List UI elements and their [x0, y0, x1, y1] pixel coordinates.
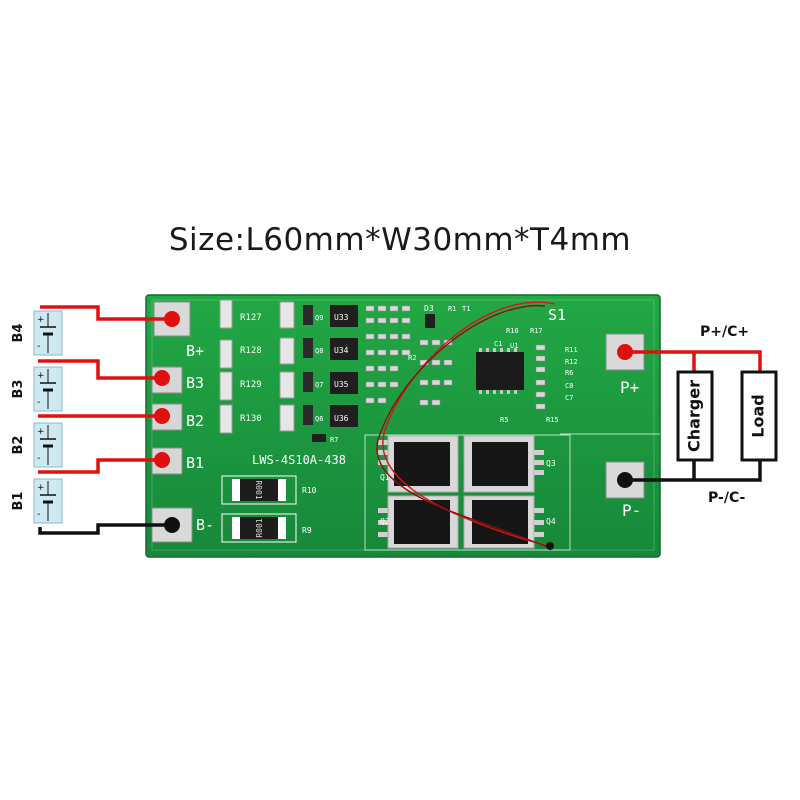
label-r129: R129	[240, 380, 262, 390]
label-u1: U1	[510, 342, 518, 350]
pad-label-b2: B2	[186, 412, 204, 430]
balance-ics	[330, 305, 358, 427]
label-r17: R17	[530, 327, 543, 335]
mosfet-zone-outline	[364, 434, 571, 551]
shunt-r10-marking: R001	[254, 480, 263, 499]
shunt-r9	[221, 513, 297, 543]
mosfet-q2	[378, 495, 459, 549]
terminal-label-p-minus: P-/C-	[708, 490, 746, 506]
load-box	[740, 370, 778, 462]
label-q3: Q3	[546, 459, 556, 468]
label-r6: R6	[565, 369, 573, 377]
label-q2: Q2	[380, 517, 390, 526]
label-u36: U36	[334, 414, 349, 423]
left-wire-dots	[154, 311, 180, 468]
passive-grid	[365, 305, 546, 410]
label-c8: C8	[565, 382, 573, 390]
label-r12: R12	[565, 358, 578, 366]
ic-u1	[476, 348, 524, 394]
label-q9: Q9	[315, 314, 323, 322]
label-q7: Q7	[315, 381, 323, 389]
load-label: Load	[749, 394, 768, 437]
label-r11: R11	[565, 346, 578, 354]
battery-cell-b1: + -	[33, 478, 63, 524]
label-r130: R130	[240, 414, 262, 424]
resistor-r129	[219, 371, 233, 401]
shunt-r9-marking: R001	[255, 518, 264, 537]
wire-b1-tap	[38, 458, 162, 474]
pad-label-b-plus: B+	[186, 342, 204, 360]
dot-p-plus	[617, 344, 633, 360]
cell-label-b2: B2	[11, 436, 26, 455]
balance-transistors	[279, 301, 313, 432]
diode-r7	[312, 434, 326, 442]
label-u33: U33	[334, 313, 349, 322]
dot-p-minus	[617, 472, 633, 488]
label-r128: R128	[240, 346, 262, 356]
label-d3: D3	[424, 304, 434, 313]
ntc-wires	[376, 301, 556, 550]
resistor-r127	[219, 299, 233, 329]
pad-label-b3: B3	[186, 374, 204, 392]
label-q6: Q6	[315, 415, 323, 423]
label-u34: U34	[334, 346, 349, 355]
resistor-r128	[219, 339, 233, 369]
label-q1: Q1	[380, 473, 390, 482]
label-r7: R7	[330, 436, 338, 444]
svg-text:-: -	[37, 397, 41, 408]
label-r10: R10	[302, 486, 317, 495]
label-s1: S1	[548, 306, 566, 324]
svg-text:+: +	[37, 371, 45, 381]
wire-p-plus	[625, 350, 762, 372]
left-wiring	[38, 305, 172, 535]
label-r9: R9	[302, 526, 312, 535]
shunt-r10	[221, 475, 297, 505]
wire-b3-tap	[38, 359, 162, 380]
label-r1: R1	[448, 305, 456, 313]
cell-label-b3: B3	[11, 380, 26, 399]
label-q8: Q8	[315, 347, 323, 355]
battery-cell-b2: + -	[33, 422, 63, 468]
charger-box	[676, 370, 714, 462]
dot-b-minus	[164, 517, 180, 533]
cell-label-b1: B1	[11, 492, 26, 511]
label-r16: R16	[506, 327, 519, 335]
charger-label: Charger	[685, 380, 704, 452]
cell-stack: + - + - + - + -	[33, 310, 63, 524]
pad-label-p-plus: P+	[620, 378, 639, 397]
svg-text:-: -	[37, 509, 41, 520]
svg-text:+: +	[37, 427, 45, 437]
wire-p-minus	[625, 460, 762, 482]
svg-text:-: -	[37, 341, 41, 352]
label-c1: C1	[494, 340, 502, 348]
label-q4: Q4	[546, 517, 556, 526]
label-r5: R5	[500, 416, 508, 424]
diode-d3	[425, 314, 435, 328]
battery-cell-b3: + -	[33, 366, 63, 412]
pad-label-b1: B1	[186, 454, 204, 472]
label-u35: U35	[334, 380, 349, 389]
label-r15: R15	[546, 416, 559, 424]
wire-b4-plus	[40, 305, 172, 321]
label-c7: C7	[565, 394, 573, 402]
wire-b-minus	[38, 523, 172, 535]
mosfet-q3	[463, 435, 544, 493]
pad-label-p-minus: P-	[622, 501, 641, 520]
model-label: LWS-4S10A-438	[252, 453, 346, 467]
mosfet-top-left	[378, 435, 459, 493]
resistor-r130	[219, 404, 233, 434]
pad-label-b-minus: B-	[196, 516, 214, 534]
label-r2: R2	[408, 354, 416, 362]
battery-cell-b4: + -	[33, 310, 63, 356]
label-r127: R127	[240, 313, 262, 323]
terminal-label-p-plus: P+/C+	[700, 324, 749, 340]
svg-text:+: +	[37, 315, 45, 325]
right-wiring	[625, 350, 762, 482]
svg-text:+: +	[37, 483, 45, 493]
svg-text:-: -	[37, 453, 41, 464]
cell-label-b4: B4	[11, 324, 26, 343]
label-t1: T1	[462, 305, 470, 313]
size-title: Size:L60mm*W30mm*T4mm	[168, 222, 632, 258]
